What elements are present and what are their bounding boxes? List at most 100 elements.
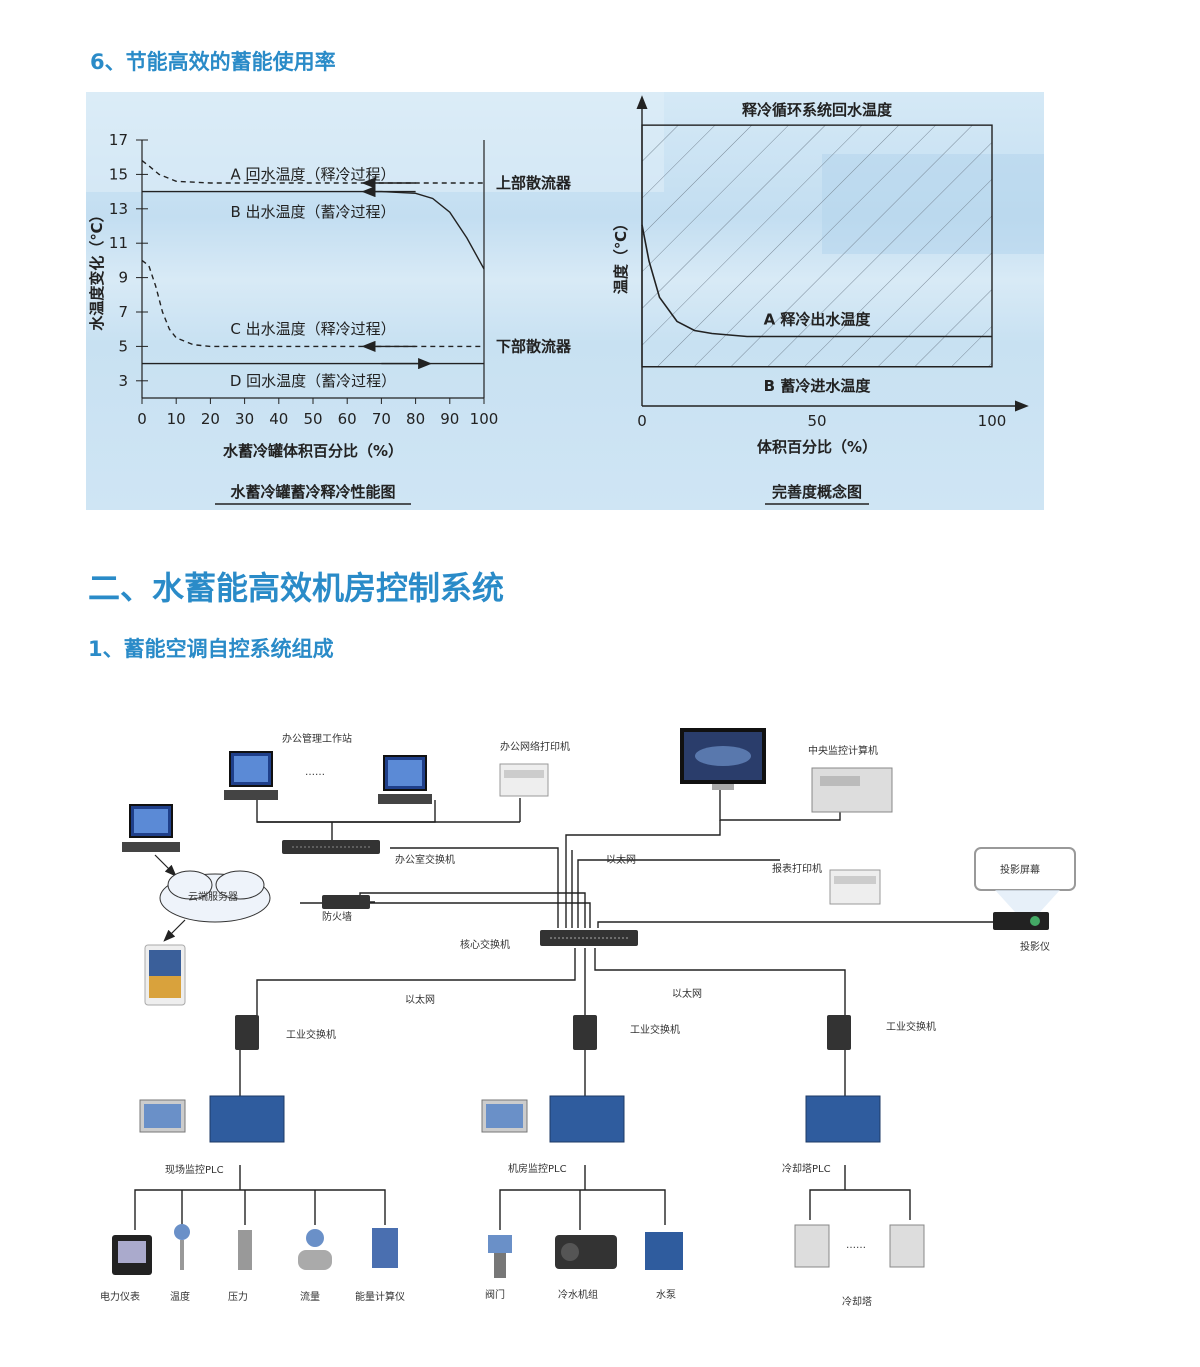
industrial-switch-2-icon bbox=[573, 1015, 597, 1050]
label-office-printer: 办公网络打印机 bbox=[500, 740, 570, 753]
chart1-x-tick-label: 30 bbox=[235, 410, 254, 428]
chart1-x-tick-label: 80 bbox=[406, 410, 425, 428]
chart1-x-tick-label: 20 bbox=[201, 410, 220, 428]
central-monitor-screen-icon bbox=[680, 728, 766, 790]
label-projection-screen: 投影屏幕 bbox=[1000, 863, 1040, 876]
label-ellipsis-tower: …… bbox=[846, 1240, 866, 1251]
chart1-series-line bbox=[142, 190, 485, 270]
label-pump: 水泵 bbox=[656, 1289, 676, 1301]
label-ethernet-right: 以太网 bbox=[672, 987, 702, 1000]
chart1-x-tick-label: 50 bbox=[303, 410, 322, 428]
label-firewall: 防火墙 bbox=[322, 910, 352, 923]
label-office-workstation: 办公管理工作站 bbox=[282, 732, 352, 745]
office-workstation-2 bbox=[378, 755, 432, 804]
chart1-series-label: B 出水温度（蓄冷过程） bbox=[230, 203, 395, 221]
chart1-y-tick-label: 9 bbox=[118, 269, 128, 287]
label-industrial-switch-3: 工业交换机 bbox=[886, 1020, 936, 1033]
chart1-title: 水蓄冷罐蓄冷释冷性能图 bbox=[230, 483, 395, 501]
chart2-x-axis-label: 体积百分比（%） bbox=[757, 438, 877, 456]
label-flow: 流量 bbox=[300, 1290, 320, 1303]
chart1-series-line bbox=[141, 160, 484, 184]
industrial-switch-1-icon bbox=[235, 1015, 259, 1050]
chart1-y-tick-label: 11 bbox=[109, 234, 128, 252]
chart2-series-b-label: B 蓄冷进水温度 bbox=[764, 377, 872, 395]
cloud-links bbox=[154, 854, 186, 942]
label-core-switch: 核心交换机 bbox=[460, 938, 510, 951]
label-industrial-switch-2: 工业交换机 bbox=[630, 1023, 680, 1036]
label-cloud-server: 云端服务器 bbox=[188, 890, 238, 903]
label-plc-3: 冷却塔PLC bbox=[782, 1162, 831, 1175]
label-ethernet-left: 以太网 bbox=[405, 993, 435, 1006]
chart1-y-tick-label: 15 bbox=[109, 165, 128, 183]
chiller-icon bbox=[555, 1235, 617, 1269]
plc-rack-2-icon bbox=[549, 1095, 625, 1143]
valve-icon bbox=[488, 1235, 512, 1278]
hmi-panel-2-icon bbox=[481, 1099, 528, 1133]
panel-light-band bbox=[86, 92, 664, 192]
chart2-title: 完善度概念图 bbox=[772, 483, 862, 501]
chart1-y-tick-label: 13 bbox=[109, 200, 128, 218]
network-lines bbox=[134, 790, 1000, 1230]
label-plc-1: 现场监控PLC bbox=[165, 1163, 224, 1176]
chart2-x-tick-label: 100 bbox=[978, 412, 1007, 430]
label-ellipsis-top: …… bbox=[305, 767, 325, 778]
energy-calculator-icon bbox=[372, 1228, 398, 1268]
chart1-x-tick-label: 90 bbox=[440, 410, 459, 428]
hmi-panel-1-icon bbox=[139, 1099, 186, 1133]
chart1-x-tick-label: 10 bbox=[167, 410, 186, 428]
flow-meter-icon bbox=[298, 1229, 332, 1270]
chart1-series-label: A 回水温度（释冷过程） bbox=[230, 165, 395, 183]
chart1-y-tick-label: 7 bbox=[118, 303, 128, 321]
plc-rack-1-icon bbox=[209, 1095, 285, 1143]
cooling-tower-1-icon bbox=[794, 1224, 830, 1268]
chart2-series-a bbox=[641, 224, 992, 338]
label-chiller: 冷水机组 bbox=[558, 1288, 598, 1301]
core-switch-icon bbox=[540, 930, 638, 946]
chart2-series-a-label: A 释冷出水温度 bbox=[764, 311, 872, 329]
office-printer-icon bbox=[499, 763, 549, 797]
chart1-x-tick-label: 70 bbox=[372, 410, 391, 428]
cooling-tower-2-icon bbox=[889, 1224, 925, 1268]
chart1-y-tick-label: 3 bbox=[118, 372, 128, 390]
chart1-x-tick-label: 60 bbox=[338, 410, 357, 428]
chart1-x-axis-label: 水蓄冷罐体积百分比（%） bbox=[223, 442, 403, 460]
label-power-meter: 电力仪表 bbox=[100, 1290, 140, 1303]
temperature-sensor-icon bbox=[174, 1224, 190, 1270]
chart1-series-label: C 出水温度（释冷过程） bbox=[230, 320, 395, 338]
section-title-system-composition: 1、蓄能空调自控系统组成 bbox=[88, 637, 334, 661]
label-central-monitor: 中央监控计算机 bbox=[808, 744, 878, 757]
office-workstation-1 bbox=[224, 751, 278, 800]
laptop-icon bbox=[122, 804, 180, 852]
phone-icon bbox=[144, 944, 186, 1006]
firewall-icon bbox=[322, 895, 370, 909]
chart2-y-axis-label: 温度（℃） bbox=[612, 216, 630, 294]
section-title-energy-efficiency: 6、节能高效的蓄能使用率 bbox=[90, 50, 336, 74]
chart1-x-tick-label: 100 bbox=[470, 410, 499, 428]
chart2-top-label: 释冷循环系统回水温度 bbox=[742, 101, 893, 119]
chart2-hatch-region bbox=[642, 125, 992, 367]
chart1-y-tick-label: 17 bbox=[109, 131, 128, 149]
report-printer-icon bbox=[829, 869, 881, 905]
chart1-annotation-bottom: 下部散流器 bbox=[496, 337, 572, 355]
label-report-printer: 报表打印机 bbox=[772, 862, 822, 875]
industrial-computer-icon bbox=[811, 767, 893, 813]
power-meter-icon bbox=[112, 1235, 152, 1275]
label-temperature: 温度 bbox=[170, 1290, 190, 1303]
label-valve: 阀门 bbox=[485, 1288, 505, 1301]
network-diagram: 办公管理工作站 …… 办公网络打印机 中央监控计算机 办公室交换机 以太网 报表… bbox=[100, 728, 1076, 1308]
plc-rack-3-icon bbox=[805, 1095, 881, 1143]
chart1-x-tick-label: 40 bbox=[269, 410, 288, 428]
label-industrial-switch-1: 工业交换机 bbox=[286, 1028, 336, 1041]
industrial-switch-3-icon bbox=[827, 1015, 851, 1050]
section-title-control-system: 二、水蓄能高效机房控制系统 bbox=[88, 569, 505, 607]
label-office-switch: 办公室交换机 bbox=[395, 853, 455, 866]
projector-icon bbox=[993, 912, 1049, 930]
chart1-series-line bbox=[141, 259, 484, 348]
label-ethernet-top: 以太网 bbox=[606, 853, 636, 866]
chart1-x-tick-label: 0 bbox=[137, 410, 147, 428]
label-energy-calculator: 能量计算仪 bbox=[355, 1290, 405, 1303]
